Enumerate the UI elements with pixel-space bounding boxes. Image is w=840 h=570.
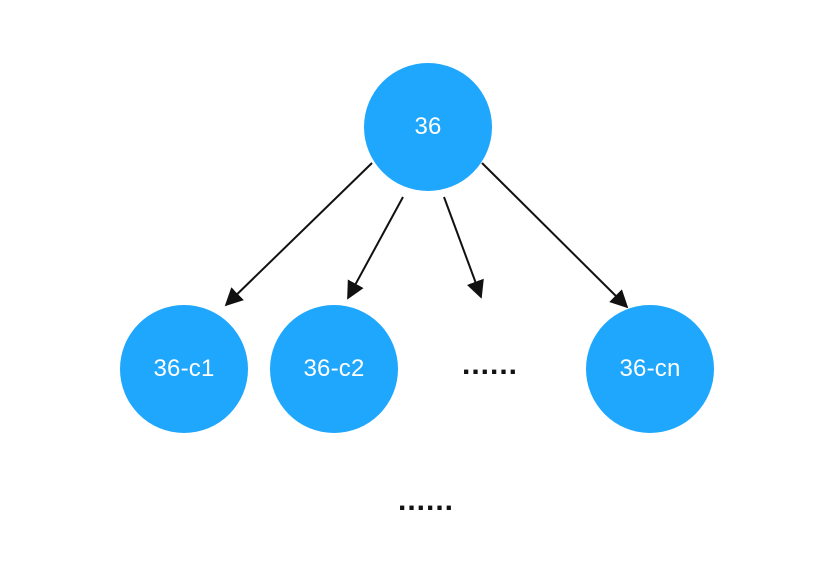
node-root-label: 36 bbox=[414, 113, 442, 140]
ellipsis-bottom-label: ...... bbox=[398, 484, 455, 517]
node-child-2-label: 36-c2 bbox=[303, 355, 365, 382]
node-child-1-label: 36-c1 bbox=[153, 355, 215, 382]
node-child-2: 36-c2 bbox=[270, 305, 398, 433]
ellipsis-row-label: ...... bbox=[462, 348, 519, 381]
node-child-n: 36-cn bbox=[586, 305, 714, 433]
node-child-1: 36-c1 bbox=[120, 305, 248, 433]
node-child-n-label: 36-cn bbox=[619, 355, 681, 382]
edge-root-to-more bbox=[443, 196, 484, 299]
edge-root-to-cn bbox=[481, 162, 629, 309]
edge-root-to-c2 bbox=[347, 196, 404, 300]
edge-root-to-c1 bbox=[224, 162, 373, 307]
node-root: 36 bbox=[364, 63, 492, 191]
